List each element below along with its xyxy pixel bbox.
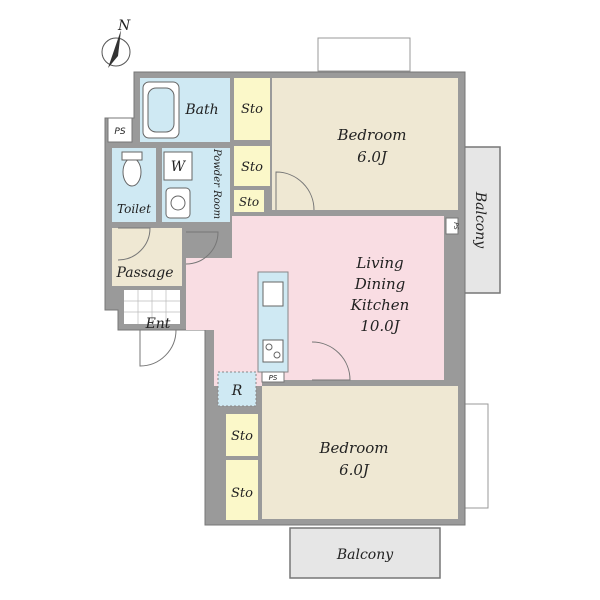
stove-icon bbox=[262, 339, 284, 363]
bath-label: Bath bbox=[184, 102, 218, 118]
door-swings bbox=[117, 171, 351, 381]
toilet-label: Toilet bbox=[117, 202, 151, 216]
kitchen-sink-icon bbox=[262, 281, 284, 307]
balcony-south-label: Balcony bbox=[336, 547, 394, 563]
ps-box-2 bbox=[445, 217, 459, 235]
bathtub-inner bbox=[147, 87, 175, 133]
ps-box-1 bbox=[107, 117, 133, 143]
window-east-lower bbox=[461, 403, 489, 509]
bedroom-top-name: Bedroom bbox=[337, 126, 407, 144]
storage-1-label: Sto bbox=[241, 102, 263, 117]
storage-4-label: Sto bbox=[231, 429, 253, 444]
burner-1 bbox=[265, 343, 273, 351]
ps-label-1: PS bbox=[114, 127, 125, 137]
entrance-tiles bbox=[124, 290, 180, 324]
washer-box bbox=[163, 151, 193, 181]
refrigerator-area bbox=[217, 371, 257, 407]
refrigerator-label: R bbox=[231, 383, 243, 399]
burner-2 bbox=[273, 351, 281, 359]
ps-box-3 bbox=[261, 371, 285, 383]
storage-5-label: Sto bbox=[231, 486, 253, 501]
bedroom-bottom bbox=[262, 386, 458, 519]
storage-2 bbox=[234, 146, 270, 186]
compass-label: N bbox=[117, 18, 131, 34]
storage-4 bbox=[226, 414, 258, 456]
ldk-size: 10.0J bbox=[360, 317, 400, 335]
entrance-label: Ent bbox=[145, 316, 171, 332]
compass-icon bbox=[101, 30, 131, 68]
ldk-line3: Kitchen bbox=[350, 296, 410, 314]
passage-label: Passage bbox=[115, 265, 173, 281]
bedroom-bottom-size: 6.0J bbox=[339, 461, 370, 479]
ldk-line1: Living bbox=[355, 254, 403, 272]
ps-label-3: PS bbox=[269, 374, 278, 382]
window-top bbox=[317, 37, 411, 72]
bedroom-top-size: 6.0J bbox=[357, 148, 388, 166]
bedroom-bottom-name: Bedroom bbox=[319, 439, 389, 457]
storage-1 bbox=[234, 78, 270, 140]
storage-3-label: Sto bbox=[239, 195, 259, 209]
toilet-tank bbox=[121, 151, 143, 161]
washer-label: W bbox=[171, 159, 187, 175]
storage-2-label: Sto bbox=[241, 160, 263, 175]
sink-basin bbox=[170, 195, 186, 211]
storage-3 bbox=[234, 190, 264, 212]
balcony-east-label: Balcony bbox=[472, 191, 488, 249]
toilet-icon bbox=[122, 157, 142, 187]
storage-5 bbox=[226, 460, 258, 520]
ldk-line2: Dining bbox=[354, 275, 406, 293]
powder-label: Powder Room bbox=[211, 148, 222, 219]
passage bbox=[112, 228, 182, 286]
balcony-south bbox=[289, 527, 441, 579]
ps-label-2: PS bbox=[452, 222, 459, 230]
bedroom-top bbox=[272, 78, 458, 210]
ldk-area bbox=[186, 216, 444, 386]
